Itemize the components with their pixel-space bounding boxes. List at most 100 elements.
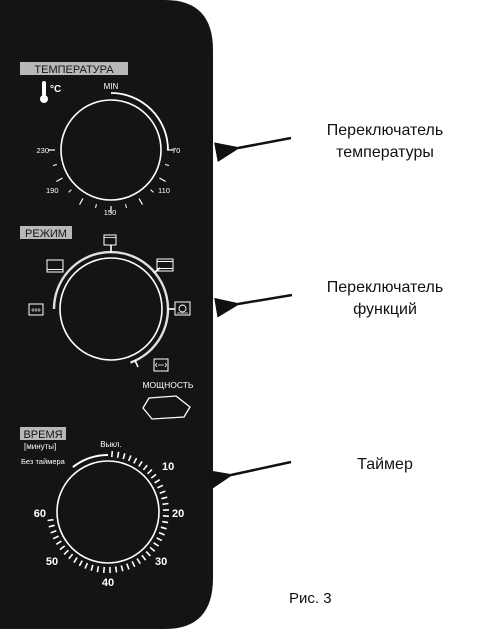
callout-temperature-line1: Переключатель (326, 122, 444, 139)
figure-caption: Рис. 3 (289, 590, 332, 607)
time-tick (96, 566, 100, 573)
time-tick (157, 484, 164, 489)
timer-knob[interactable] (56, 460, 160, 564)
time-tick (73, 557, 78, 564)
temperature-minor-tick (52, 164, 58, 166)
time-tick (147, 469, 153, 475)
time-tick (131, 561, 136, 568)
time-scale-50: 50 (46, 556, 58, 568)
time-tick (55, 540, 62, 545)
time-scale-20: 20 (172, 508, 184, 520)
mode-knob[interactable] (59, 257, 163, 361)
temperature-minor-tick (125, 203, 127, 209)
callout-timer-line1: Таймер (357, 456, 413, 473)
power-button[interactable] (142, 395, 191, 420)
time-title-box (20, 427, 66, 440)
mode-title: РЕЖИМ (25, 228, 67, 240)
callout-temperature: Переключатель температуры (300, 120, 470, 164)
time-tick (159, 490, 166, 494)
time-tick (162, 520, 169, 524)
time-tick (126, 563, 130, 570)
arrow-timer (206, 460, 292, 490)
temperature-scale-150: 150 (104, 208, 117, 217)
time-tick (114, 566, 118, 573)
time-tick (138, 460, 143, 467)
time-scale-40: 40 (102, 577, 114, 589)
oven-bottom-heat-icon[interactable] (46, 259, 64, 273)
oven-top-bottom-heat-icon[interactable] (156, 258, 174, 272)
temperature-scale-190: 190 (46, 186, 59, 195)
time-tick (52, 535, 59, 540)
time-tick (160, 526, 167, 530)
time-tick (84, 562, 89, 569)
time-tick (111, 451, 114, 458)
time-tick (116, 451, 120, 458)
time-scale-30: 30 (155, 556, 167, 568)
time-tick (136, 558, 141, 565)
temperature-scale-70: 70 (172, 146, 180, 155)
time-tick (63, 549, 69, 555)
mode-tick (133, 359, 139, 368)
time-tick (133, 457, 138, 464)
time-tick (59, 545, 66, 551)
time-tick (153, 542, 160, 547)
time-tick (162, 515, 169, 518)
mode-title-box (20, 226, 72, 239)
temperature-minor-tick (150, 189, 154, 193)
time-tick (141, 554, 147, 561)
temperature-scale-min: MIN (104, 82, 119, 91)
temperature-minor-tick (164, 164, 170, 166)
arrow-mode (214, 293, 293, 318)
temperature-tick (159, 177, 166, 183)
time-tick (90, 564, 94, 571)
mode-section: РЕЖИМ МОЩНОСТЬ (20, 226, 194, 420)
time-tick (161, 496, 168, 500)
temperature-knob[interactable] (60, 99, 162, 201)
temperature-range-arc (110, 92, 169, 151)
time-tick (47, 518, 54, 522)
temperature-section: ТЕМПЕРАТУРА °C MIN 70 110 150 190 230 (20, 62, 180, 217)
oven-grill-icon[interactable] (153, 358, 169, 372)
time-section: ВРЕМЯ [минуты] Выкл. Без таймера 10 20 3… (20, 427, 184, 589)
callout-mode-line2: функций (353, 301, 417, 318)
callout-mode: Переключатель функций (300, 277, 470, 321)
time-tick (149, 546, 156, 552)
mode-arc (52, 250, 170, 364)
temperature-ticks (48, 149, 174, 213)
temperature-title-box (20, 62, 128, 75)
time-tick (50, 530, 57, 534)
time-tick (78, 560, 83, 567)
time-tick (120, 565, 124, 572)
time-subtitle: [минуты] (24, 442, 56, 451)
callout-mode-line1: Переключатель (326, 279, 444, 296)
oven-defrost-icon[interactable] (28, 303, 44, 316)
time-tick (122, 453, 126, 460)
callout-temperature-line2: температуры (336, 144, 434, 161)
time-tick (156, 537, 163, 542)
temperature-tick (78, 198, 84, 205)
temperature-minor-tick (95, 203, 97, 209)
time-tick (158, 531, 165, 536)
time-off-label: Выкл. (100, 440, 122, 449)
oven-empty-icon[interactable] (103, 234, 117, 246)
arrow-temperature (214, 136, 292, 162)
time-tick (162, 502, 169, 506)
power-label: МОЩНОСТЬ (142, 380, 193, 390)
time-scale-10: 10 (162, 461, 174, 473)
time-no-timer-label: Без таймера (21, 457, 66, 466)
temperature-tick (56, 177, 63, 183)
temperature-title: ТЕМПЕРАТУРА (34, 64, 114, 76)
time-title: ВРЕМЯ (23, 429, 62, 441)
temperature-minor-tick (68, 189, 72, 193)
time-tick (102, 566, 105, 573)
time-tick (142, 464, 148, 471)
time-tick (154, 479, 161, 484)
temperature-tick (138, 198, 144, 205)
time-scale-60: 60 (34, 508, 46, 520)
time-no-timer-arc (72, 454, 109, 468)
time-tick (48, 524, 55, 528)
time-tick (68, 553, 74, 560)
time-tick (150, 473, 157, 479)
oven-fan-icon[interactable] (174, 301, 191, 316)
temperature-scale-230: 230 (36, 146, 49, 155)
